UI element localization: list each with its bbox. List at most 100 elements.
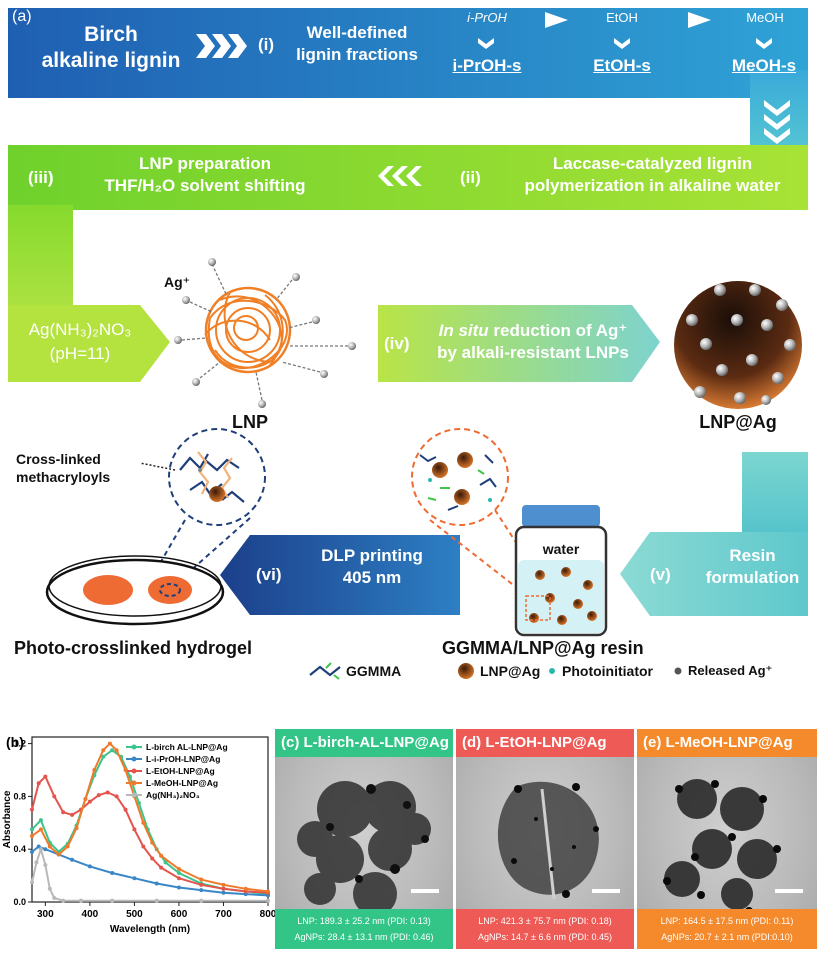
series-point-3 [123, 768, 128, 772]
step-v-label: (v) [650, 565, 671, 584]
series-point-2 [36, 781, 41, 786]
series-point-2 [123, 807, 128, 812]
series-point-3 [83, 797, 88, 802]
series-point-4 [47, 886, 52, 891]
step-iv-line-2: by alkali-resistant LNPs [437, 343, 629, 362]
crosslink-zoom-icon [139, 428, 266, 581]
solvent-3-name: MeOH [746, 10, 784, 25]
step-ii-line-2: polymerization in alkaline water [524, 176, 781, 195]
series-point-1 [132, 876, 137, 881]
series-point-0 [101, 754, 106, 759]
lnpag-label: LNP@Ag [699, 412, 777, 432]
x-tick-label: 500 [126, 909, 143, 920]
crosslink-line-1: Cross-linked [16, 451, 101, 467]
series-point-0 [38, 818, 43, 823]
solvent-chevron-icons [478, 38, 772, 49]
series-point-3 [38, 827, 43, 832]
series-point-2 [114, 794, 119, 799]
series-line-1 [31, 845, 269, 897]
resin-zoom-icon [411, 428, 553, 599]
series-point-3 [243, 886, 248, 891]
step-v-arrow [620, 532, 808, 616]
step-vi-arrow [220, 535, 460, 615]
step-iv-text: In situ reduction of Ag⁺ by alkali-resis… [418, 320, 648, 364]
series-point-2 [43, 774, 48, 779]
fraction-3: MeOH-s [731, 56, 797, 75]
series-point-2 [159, 865, 164, 870]
legend-symbols [309, 662, 682, 680]
series-point-3 [56, 852, 61, 857]
y-tick-label: 0.4 [13, 844, 26, 854]
step-v-text: Resin formulation [700, 545, 805, 589]
series-point-1 [30, 849, 34, 854]
step-ii-label: (ii) [460, 168, 481, 187]
legend-label-2: L-EtOH-LNP@Ag [146, 766, 215, 776]
tem-c-title: (c) L-birch-AL-LNP@Ag [275, 729, 453, 757]
down-chevron-icons [764, 100, 790, 144]
y-tick-label: 0.0 [13, 897, 26, 907]
step-ii-text: Laccase-catalyzed lignin polymerization … [500, 153, 805, 197]
series-point-2 [132, 827, 137, 832]
step-iv-line-1: In situ reduction of Ag⁺ [418, 320, 648, 342]
scale-bar-c [411, 889, 439, 893]
y-tick-label: 1.2 [13, 739, 26, 749]
series-point-1 [199, 888, 204, 893]
x-tick-label: 800 [260, 909, 275, 920]
tem-e-line-1: LNP: 164.5 ± 17.5 nm (PDI: 0.11) [660, 916, 794, 926]
series-point-4 [52, 896, 57, 901]
step-v-line-1: Resin [729, 546, 776, 565]
ag-label: Ag⁺ [164, 274, 191, 290]
series-point-4 [38, 847, 43, 852]
solvent-arrow-icon-1 [545, 12, 568, 28]
panel-a-label: (a) [12, 8, 32, 25]
series-point-3 [107, 741, 112, 746]
series-point-1 [43, 847, 48, 852]
tem-d-line-2: AgNPs: 14.7 ± 6.6 nm (PDI: 0.45) [478, 932, 612, 942]
resin-bottle-icon [514, 505, 608, 637]
series-point-3 [92, 768, 97, 772]
series-point-4 [30, 880, 34, 885]
panel-b-label: (b) [6, 734, 24, 750]
legend-released-ag: Released Ag⁺ [688, 663, 773, 678]
step-i-label: (i) [258, 35, 275, 54]
series-point-2 [96, 793, 101, 798]
step-i-text: Well-defined lignin fractions [282, 22, 432, 66]
left-chevron-icons [378, 166, 422, 186]
series-point-0 [163, 860, 168, 865]
scale-bar-d [592, 889, 620, 893]
petri-dish-icon [45, 555, 225, 626]
series-point-3 [199, 877, 204, 882]
tem-panel-d: (d) L-EtOH-LNP@Ag LNP: 421.3 ± 75.7 nm (… [456, 729, 634, 949]
step-ii-line-1: Laccase-catalyzed lignin [552, 154, 753, 173]
series-point-2 [141, 844, 146, 849]
series-point-2 [87, 799, 92, 804]
tem-image-e [663, 779, 781, 915]
reagent-line-2: (pH=11) [49, 344, 111, 363]
y-axis-label: Absorbance [2, 790, 13, 848]
series-point-4 [199, 898, 204, 903]
crosslink-label: Cross-linked methacryloyls [16, 450, 110, 486]
tem-e-footer: LNP: 164.5 ± 17.5 nm (PDI: 0.11) AgNPs: … [637, 909, 817, 949]
legend-marker-0 [131, 744, 137, 750]
series-point-0 [110, 748, 115, 753]
solvent-1-name: i-PrOH [467, 10, 507, 25]
step-vi-label: (vi) [256, 565, 282, 584]
fraction-1: i-PrOH-s [452, 56, 522, 75]
tem-c-footer: LNP: 189.3 ± 25.2 nm (PDI: 0.13) AgNPs: … [275, 909, 453, 949]
step-v-line-2: formulation [705, 568, 800, 587]
series-point-4 [43, 863, 48, 868]
step-vi-line-2: 405 nm [342, 568, 402, 587]
tem-c-line-2: AgNPs: 28.4 ± 13.1 nm (PDI: 0.46) [294, 932, 434, 942]
start-title: Birch alkaline lignin [36, 22, 186, 74]
series-point-3 [221, 882, 226, 887]
legend-marker-3 [131, 780, 137, 786]
water-label: water [542, 541, 580, 557]
x-tick-label: 300 [37, 909, 54, 920]
tem-e-title: (e) L-MeOH-LNP@Ag [637, 729, 817, 757]
series-point-2 [199, 882, 204, 887]
series-point-3 [150, 840, 155, 845]
series-point-4 [61, 898, 66, 903]
lnp-label: LNP [232, 412, 268, 432]
legend-label-1: L-i-PrOH-LNP@Ag [146, 754, 220, 764]
